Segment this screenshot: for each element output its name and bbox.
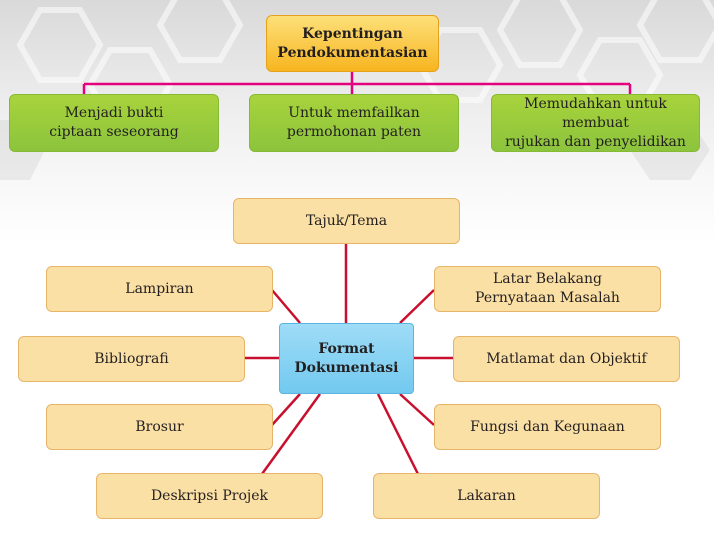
importance-item-paten: Untuk memfailkan permohonan paten	[249, 94, 459, 152]
format-item-lakaran: Lakaran	[373, 473, 600, 519]
importance-item-rujukan: Memudahkan untuk membuat rujukan dan pen…	[491, 94, 700, 152]
format-item-tajuk: Tajuk/Tema	[233, 198, 460, 244]
format-item-lampiran: Lampiran	[46, 266, 273, 312]
importance-title-box: Kepentingan Pendokumentasian	[266, 15, 439, 72]
format-item-matlamat: Matlamat dan Objektif	[453, 336, 680, 382]
format-center-box: Format Dokumentasi	[279, 323, 414, 394]
format-item-latar: Latar Belakang Pernyataan Masalah	[434, 266, 661, 312]
format-item-brosur: Brosur	[46, 404, 273, 450]
format-item-bibliografi: Bibliografi	[18, 336, 245, 382]
spoke-connectors	[245, 244, 454, 475]
format-item-fungsi: Fungsi dan Kegunaan	[434, 404, 661, 450]
importance-item-bukti: Menjadi bukti ciptaan seseorang	[9, 94, 219, 152]
top-connectors	[82, 72, 632, 94]
format-item-deskripsi: Deskripsi Projek	[96, 473, 323, 519]
